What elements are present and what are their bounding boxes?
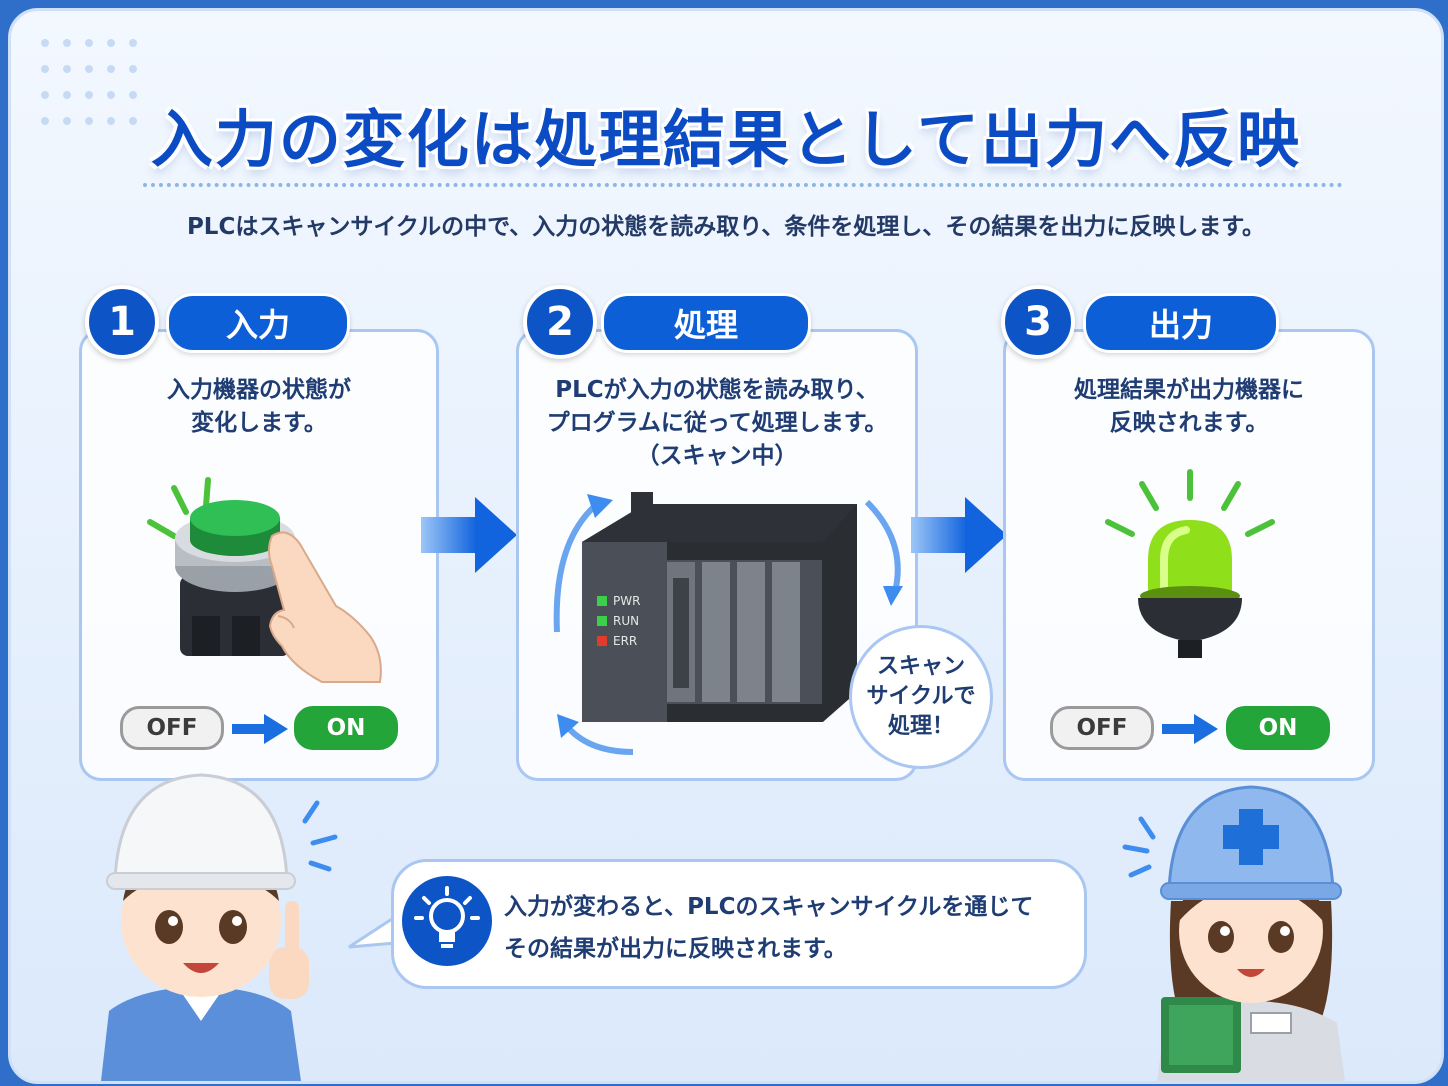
step-card-process: PLCが入力の状態を読み取り、 プログラムに従って処理します。 （スキャン中） [516,329,918,781]
engineer-boy-character [101,773,338,1081]
step-number-3: 3 [1001,285,1075,359]
input-off-state: OFF [120,706,224,750]
step2-desc-line1: PLCが入力の状態を読み取り、 [555,377,879,403]
led-label-run: RUN [613,614,639,628]
summary-bubble: 入力が変わると、PLCのスキャンサイクルを通じて その結果が出力に反映されます。 [391,859,1087,989]
step1-desc-line2: 変化します。 [191,410,327,436]
push-button-icon [147,477,382,683]
step-number-1: 1 [85,285,159,359]
flow-arrow-1 [421,497,517,573]
diagram-frame: 入力の変化は処理結果として出力へ反映 PLCはスキャンサイクルの中で、入力の状態… [8,8,1444,1084]
step3-desc-line2: 反映されます。 [1109,410,1269,436]
scan-bubble-line3: 処理！ [887,714,954,739]
decorative-dots [41,39,151,125]
led-label-pwr: PWR [613,594,640,608]
lightbulb-icon [402,876,492,966]
page-subtitle: PLCはスキャンサイクルの中で、入力の状態を読み取り、条件を処理し、その結果を出… [186,214,1266,240]
plc-unit-icon: PWR RUN ERR [553,492,903,755]
step-label-output: 出力 [1083,293,1279,353]
engineer-girl-character [1122,785,1345,1081]
state-arrow-icon [232,714,288,744]
input-on-state: ON [294,706,398,750]
signal-lamp-icon [1105,469,1275,658]
state-arrow-icon [1162,714,1218,744]
step2-desc-line3: （スキャン中） [636,443,798,469]
step-label-input: 入力 [166,293,350,353]
step1-desc-line1: 入力機器の状態が [167,377,351,403]
step2-desc-line2: プログラムに従って処理します。 [546,410,888,436]
step3-desc-line1: 処理結果が出力機器に [1074,377,1304,403]
page-title: 入力の変化は処理結果として出力へ反映 [150,103,1302,176]
step-card-output: 処理結果が出力機器に 反映されます。 OFF ON [1003,329,1375,781]
summary-line2: その結果が出力に反映されます。 [504,936,847,962]
step-card-input: 入力機器の状態が 変化します。 OFF [79,329,439,781]
scan-cycle-bubble: スキャン サイクルで 処理！ [849,625,993,769]
output-off-state: OFF [1050,706,1154,750]
led-label-err: ERR [613,634,637,648]
step-number-2: 2 [523,285,597,359]
title-divider [143,183,1343,187]
scan-bubble-line1: スキャン [876,654,965,679]
summary-line1: 入力が変わると、PLCのスキャンサイクルを通じて [504,894,1034,920]
step-label-process: 処理 [601,293,811,353]
scan-bubble-line2: サイクルで [866,684,976,709]
flow-arrow-2 [911,497,1007,573]
output-on-state: ON [1226,706,1330,750]
